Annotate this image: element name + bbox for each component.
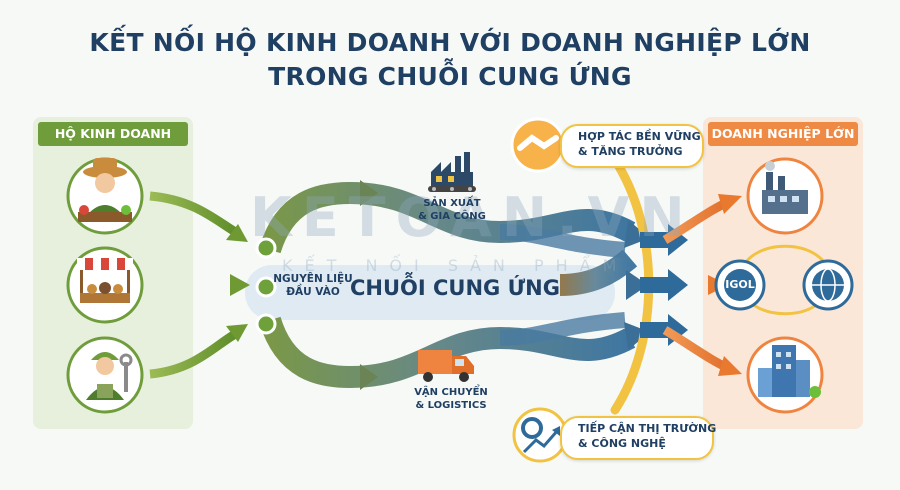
handshake-icon [510,117,566,173]
global-badge-text: IGOL [725,278,755,291]
industrial-factory-icon [746,157,824,235]
input-arrows [149,191,250,379]
market-stall-icon [66,246,144,324]
market-access-line-1: TIẾP CẬN THỊ TRƯỜNG [578,422,717,435]
market-access-callout [560,416,714,460]
growth-gear-icon [512,407,568,463]
global-network-icon [714,244,854,316]
factory-icon [428,152,476,192]
left-panel-heading: HỘ KINH DOANH [38,122,188,146]
diagram-title: KẾT NỐI HỘ KINH DOANH VỚI DOANH NGHIỆP L… [0,26,900,94]
market-access-line-2: & CÔNG NGHỆ [578,437,666,450]
right-panel-heading: DOANH NGHIỆP LỚN [708,122,858,146]
farmer-icon [66,157,144,235]
title-line-2: TRONG CHUỖI CUNG ỨNG [268,62,632,91]
output-arrows-orange [662,194,742,376]
transport-label-line-1: VẬN CHUYỂN [414,387,488,398]
partnership-line-1: HỢP TÁC BỀN VỮNG [578,130,701,143]
input-label-line-2: ĐẦU VÀO [286,286,340,298]
input-label-line-1: NGUYÊN LIỆU [273,273,353,285]
transport-label: VẬN CHUYỂN & LOGISTICS [396,386,506,412]
market-access-callout-text: TIẾP CẬN THỊ TRƯỜNG & CÔNG NGHỆ [578,421,716,451]
office-building-icon [746,336,824,414]
supply-chain-label: CHUỖI CUNG ỨNG [350,276,560,300]
craftsman-icon [66,336,144,414]
title-line-1: KẾT NỐI HỘ KINH DOANH VỚI DOANH NGHIỆP L… [89,28,811,57]
output-arrows-blue [640,224,688,346]
production-label-line-2: & GIA CÔNG [418,211,486,222]
transport-label-line-2: & LOGISTICS [415,400,487,411]
partnership-line-2: & TĂNG TRƯỞNG [578,145,683,158]
stream-nodes [255,237,277,335]
production-label: SẢN XUẤT & GIA CÔNG [404,197,500,223]
production-label-line-1: SẢN XUẤT [423,198,481,209]
input-label: NGUYÊN LIỆU ĐẦU VÀO [272,273,354,299]
partnership-callout [560,124,704,168]
truck-icon [418,350,474,382]
partnership-callout-text: HỢP TÁC BỀN VỮNG & TĂNG TRƯỞNG [578,129,701,159]
